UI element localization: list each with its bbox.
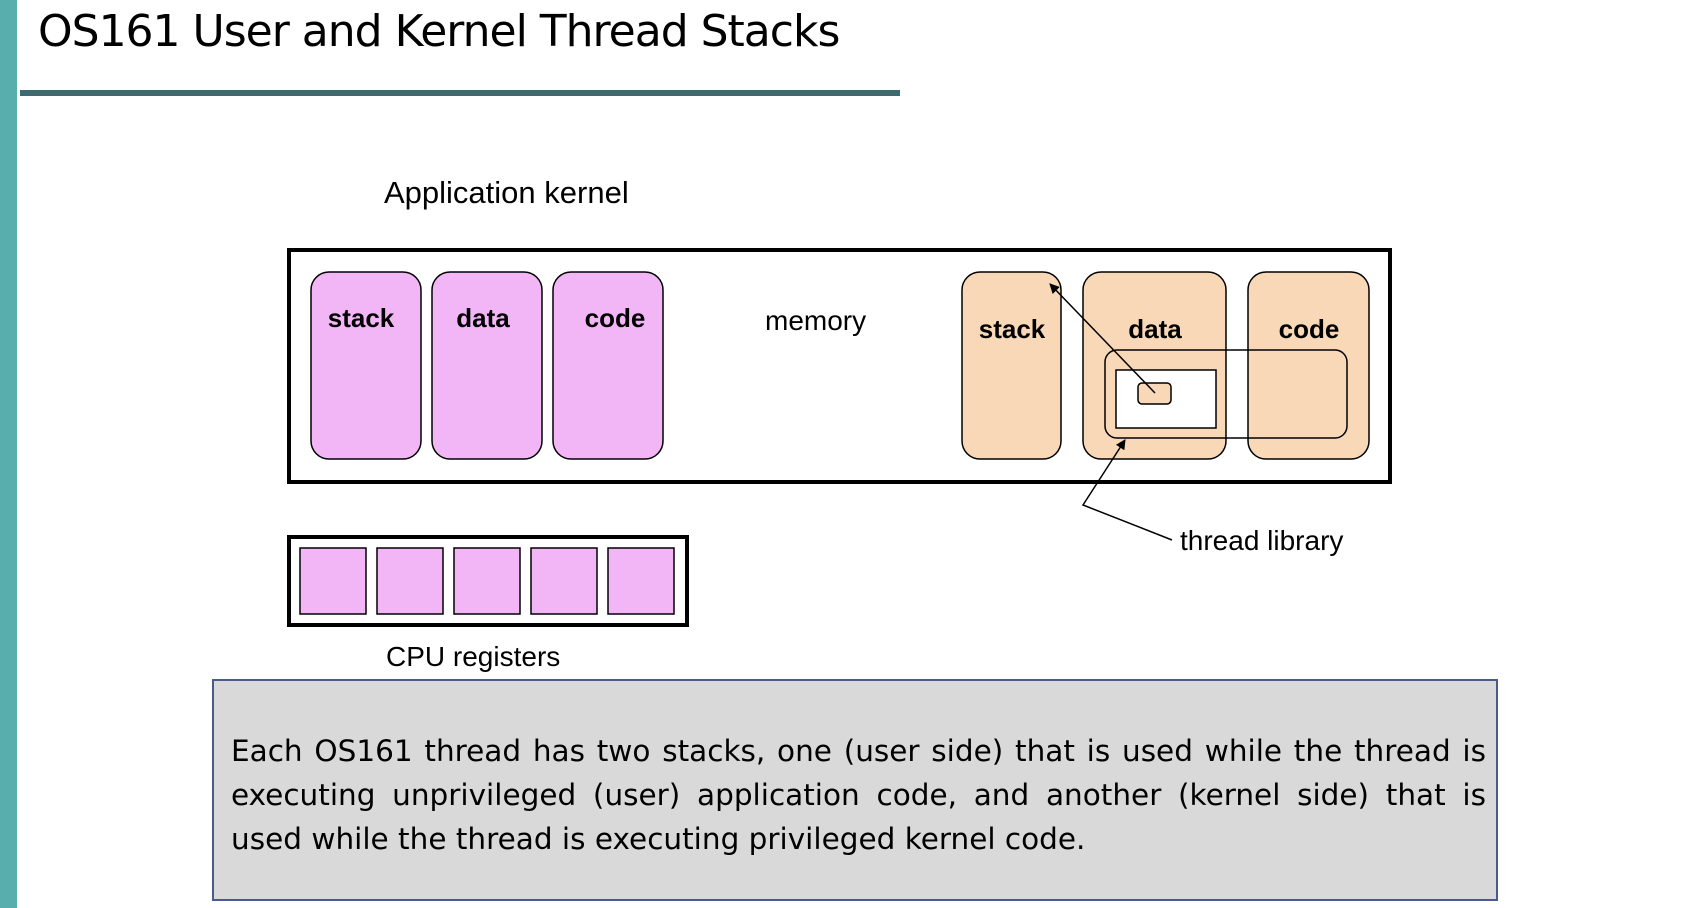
accent-bar: [0, 0, 17, 908]
register-cell: [299, 547, 367, 615]
register-cells: [299, 547, 675, 615]
cpu-registers-label: CPU registers: [386, 641, 560, 672]
thread-library-label: thread library: [1180, 525, 1343, 556]
application-kernel-label: Application kernel: [384, 175, 629, 210]
kernel-data-label: data: [1128, 314, 1182, 344]
kernel-code-segment: [1247, 271, 1370, 460]
register-cell: [376, 547, 444, 615]
user-stack-segment: [310, 271, 422, 460]
stack-pointer-box: [1137, 382, 1172, 405]
thread-library-region: [1104, 349, 1348, 439]
user-code-segment: [552, 271, 664, 460]
description-box: Each OS161 thread has two stacks, one (u…: [212, 679, 1498, 901]
stack-pointer-arrow: [1049, 283, 1156, 394]
user-segments: stack data code: [310, 271, 664, 460]
register-cell: [453, 547, 521, 615]
slide-title: OS161 User and Kernel Thread Stacks: [38, 6, 840, 57]
memory-label: memory: [765, 305, 866, 336]
description-text: Each OS161 thread has two stacks, one (u…: [231, 734, 1486, 856]
title-underline: [20, 90, 900, 96]
register-cell: [607, 547, 675, 615]
user-data-label: data: [456, 303, 510, 333]
kernel-code-label: code: [1279, 314, 1340, 344]
kernel-stack-label: stack: [979, 314, 1046, 344]
register-cell: [530, 547, 598, 615]
user-code-label: code: [585, 303, 646, 333]
user-stack-label: stack: [328, 303, 395, 333]
user-data-segment: [431, 271, 543, 460]
kernel-stack-segment: [961, 271, 1062, 460]
thread-library-callout-arrow: [1081, 439, 1173, 541]
kernel-segments: stack data code: [961, 271, 1370, 460]
